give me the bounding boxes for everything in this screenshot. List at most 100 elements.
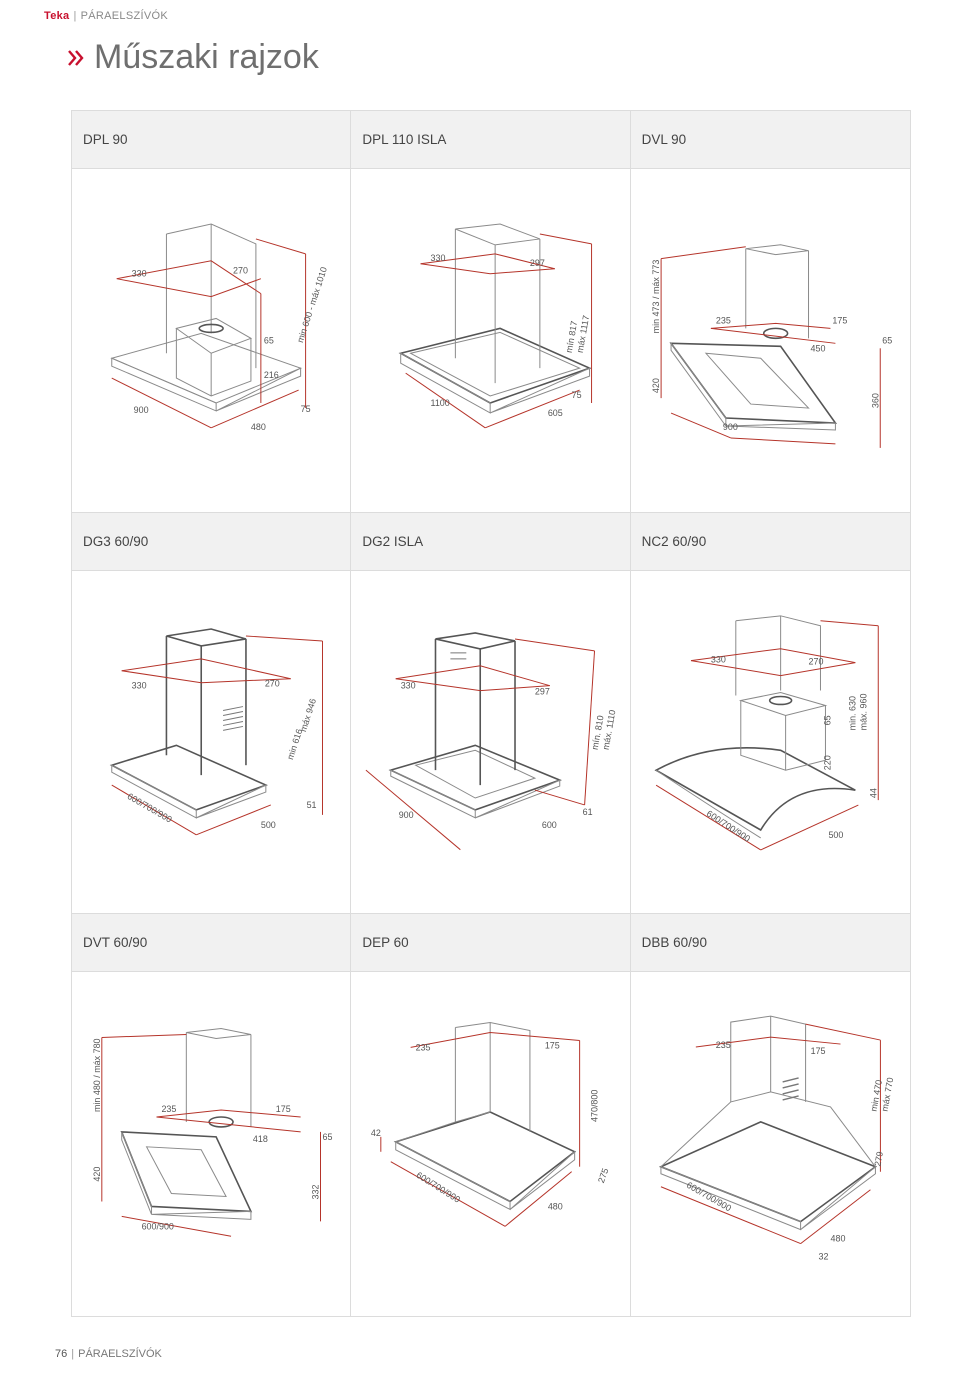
dim-label: 51 xyxy=(307,800,317,810)
dim-label: máx. 1110 xyxy=(601,709,618,751)
dim-label: máx. 960 xyxy=(858,693,868,730)
model-name: DEP 60 xyxy=(351,914,630,973)
dim-label: min 616 xyxy=(285,727,304,760)
dim-label: 420 xyxy=(651,378,661,393)
page-footer: 76|PÁRAELSZÍVÓK xyxy=(55,1348,162,1360)
dim-label: 235 xyxy=(716,315,731,325)
footer-section-label: PÁRAELSZÍVÓK xyxy=(78,1348,162,1360)
page-header: Teka|PÁRAELSZÍVÓK xyxy=(44,10,168,22)
dim-label: 42 xyxy=(371,1128,381,1138)
dim-label: 75 xyxy=(301,404,311,414)
technical-drawing: min 473 / máx 773 235 175 450 65 420 360… xyxy=(631,169,910,512)
dim-label: máx 946 xyxy=(298,697,318,733)
dim-label: 175 xyxy=(276,1104,291,1114)
hood-drawing-dep-60: 235 175 470/800 42 600/700/900 480 275 xyxy=(371,1022,611,1228)
dim-label: 175 xyxy=(832,315,847,325)
hood-drawing-dpl-90: 330 270 65 216 min 600 - máx 1010 900 48… xyxy=(110,223,329,432)
hood-drawing-dvt-60-90: min 480 / máx 780 235 175 418 65 420 332… xyxy=(92,1028,332,1238)
drawing-cell-dvt-60-90: DVT 60/90 min 480 / máx 780 235 175 xyxy=(72,914,352,1316)
dim-label: 32 xyxy=(818,1252,828,1262)
hood-drawing-dvl-90: min 473 / máx 773 235 175 450 65 420 360… xyxy=(651,244,892,448)
model-name: NC2 60/90 xyxy=(630,512,910,571)
dim-label: 500 xyxy=(261,819,276,829)
drawing-cell-dvl-90: DVL 90 min 473 / máx 773 235 xyxy=(630,111,910,513)
dim-label: 332 xyxy=(311,1185,321,1200)
header-section-label: PÁRAELSZÍVÓK xyxy=(80,10,168,22)
dim-label: 235 xyxy=(416,1043,431,1053)
dim-label: 216 xyxy=(264,370,279,380)
dim-label: 65 xyxy=(822,715,832,725)
technical-drawing: 235 175 470/800 42 600/700/900 480 275 xyxy=(351,972,629,1316)
dim-label: 330 xyxy=(711,654,726,664)
dim-label: 600 xyxy=(542,819,557,829)
technical-drawing: 330 297 mín. 810 máx. 1110 900 600 61 xyxy=(351,571,629,914)
dim-label: min 473 / máx 773 xyxy=(651,260,661,334)
dim-label: 44 xyxy=(868,788,878,798)
dim-label: 480 xyxy=(830,1234,845,1244)
dim-label: 270 xyxy=(808,656,823,666)
model-name: DVT 60/90 xyxy=(72,914,351,973)
dim-label: 61 xyxy=(583,807,593,817)
page-title: Műszaki rajzok xyxy=(94,38,319,76)
dim-label: 65 xyxy=(882,335,892,345)
page-number: 76 xyxy=(55,1348,68,1360)
dim-label: 420 xyxy=(92,1167,102,1182)
dim-label: 600/700/900 xyxy=(415,1170,462,1205)
model-name: DBB 60/90 xyxy=(630,914,910,973)
model-name: DG2 ISLA xyxy=(351,512,630,571)
dim-label: 330 xyxy=(431,253,446,263)
drawing-cell-dg3-60-90: DG3 60/90 33 xyxy=(72,512,352,915)
drawing-cell-nc2-60-90: NC2 60/90 330 270 65 xyxy=(630,512,910,915)
dim-label: 418 xyxy=(253,1134,268,1144)
dim-label: 900 xyxy=(134,405,149,415)
dim-label: 900 xyxy=(723,422,738,432)
dim-label: 270 xyxy=(233,266,248,276)
drawing-cell-dpl-110-isla: DPL 110 ISLA 330 297 mín 817 m xyxy=(351,111,631,513)
dim-label: máx 1117 xyxy=(575,314,591,353)
dim-label: 270 xyxy=(265,678,280,688)
dim-label: 900 xyxy=(399,810,414,820)
dim-label: min. 630 xyxy=(847,696,857,730)
technical-drawing: 330 270 65 220 min. 630 máx. 960 44 600/… xyxy=(631,571,910,914)
dim-label: 480 xyxy=(251,422,266,432)
dim-label: 175 xyxy=(545,1041,560,1051)
technical-drawing: min 480 / máx 780 235 175 418 65 420 332… xyxy=(72,972,350,1316)
hood-drawing-dbb-60-90: 235 175 min 470 máx 770 279 600/700/900 … xyxy=(658,1015,895,1262)
dim-label: 235 xyxy=(715,1040,730,1050)
technical-drawing: 235 175 min 470 máx 770 279 600/700/900 … xyxy=(631,972,910,1316)
dim-label: 600/700/900 xyxy=(126,791,174,825)
model-name: DPL 110 ISLA xyxy=(351,111,630,169)
dim-label: 75 xyxy=(572,390,582,400)
dim-label: 1100 xyxy=(431,398,450,408)
dim-label: 297 xyxy=(535,686,550,696)
hood-drawing-dg2-isla: 330 297 mín. 810 máx. 1110 900 600 61 xyxy=(365,631,618,850)
technical-drawing: 330 270 min 616 máx 946 600/700/900 500 … xyxy=(72,571,350,914)
dim-label: 65 xyxy=(322,1132,332,1142)
hood-drawing-dpl-110-isla: 330 297 mín 817 máx 1117 1100 605 75 xyxy=(398,223,593,429)
dim-label: 220 xyxy=(822,755,832,770)
hood-drawing-nc2-60-90: 330 270 65 220 min. 630 máx. 960 44 600/… xyxy=(654,614,879,851)
technical-drawing: 330 270 65 216 min 600 - máx 1010 900 48… xyxy=(72,169,350,512)
model-name: DVL 90 xyxy=(630,111,910,169)
dim-label: 330 xyxy=(132,269,147,279)
drawings-grid: DPL 90 330 270 xyxy=(71,110,911,1317)
dim-label: 500 xyxy=(828,830,843,840)
title-row: Műszaki rajzok xyxy=(66,38,319,77)
dim-label: 480 xyxy=(548,1202,563,1212)
dim-label: 600/900 xyxy=(142,1222,174,1232)
footer-separator: | xyxy=(71,1348,75,1360)
dim-label: 605 xyxy=(548,408,563,418)
dim-label: 65 xyxy=(264,335,274,345)
dim-label: 175 xyxy=(810,1046,825,1056)
hood-drawing-dg3-60-90: 330 270 min 616 máx 946 600/700/900 500 … xyxy=(109,627,323,835)
dim-label: min 480 / máx 780 xyxy=(92,1039,102,1113)
dim-label: 360 xyxy=(870,393,880,408)
drawing-cell-dbb-60-90: DBB 60/90 235 175 min 470 xyxy=(630,914,910,1316)
model-name: DPL 90 xyxy=(72,111,351,169)
dim-label: 330 xyxy=(132,680,147,690)
drawing-cell-dpl-90: DPL 90 330 270 xyxy=(72,111,352,513)
dim-label: 297 xyxy=(530,258,545,268)
brand-logo: Teka xyxy=(44,10,70,22)
dim-label: 450 xyxy=(810,343,825,353)
double-chevron-icon xyxy=(68,49,84,66)
